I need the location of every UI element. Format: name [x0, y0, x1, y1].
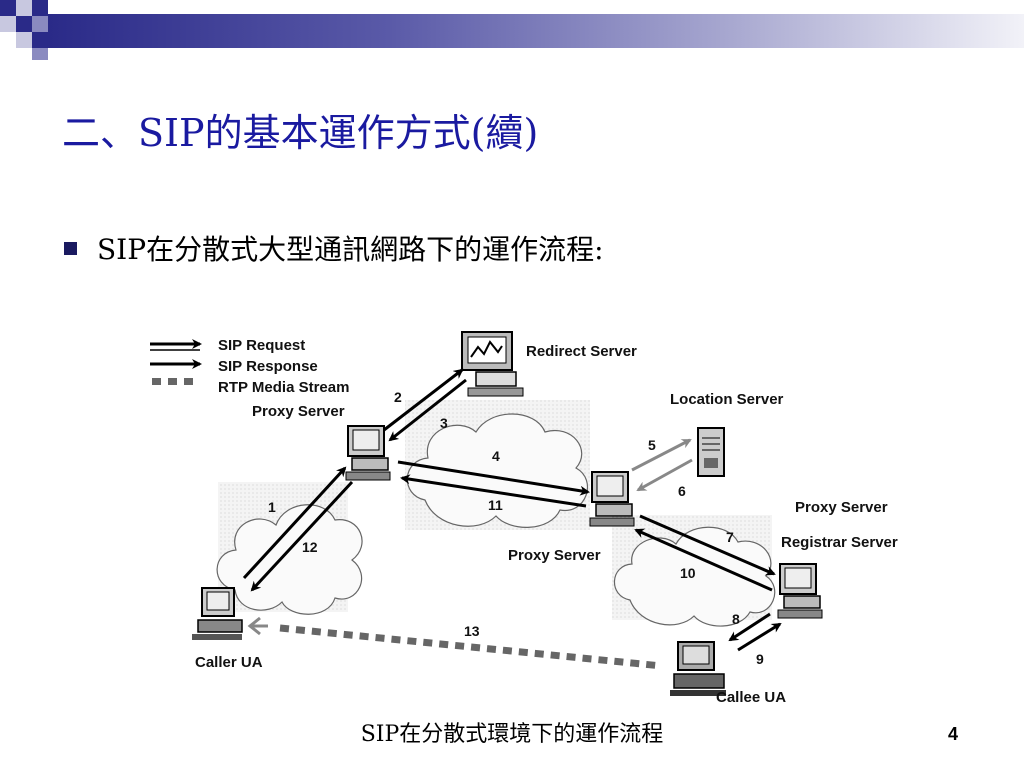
- bullet-item: SIP在分散式大型通訊網路下的運作流程:: [64, 228, 604, 268]
- redirect-server-label: Redirect Server: [526, 343, 637, 360]
- bullet-square-icon: [64, 241, 77, 255]
- step-13: 13: [464, 623, 480, 639]
- registrar-server-label: Registrar Server: [781, 534, 898, 551]
- step-7: 7: [726, 529, 734, 545]
- rtp-media-stream: [247, 616, 663, 670]
- legend-media-label: RTP Media Stream: [218, 379, 349, 396]
- callee-ua-label: Callee UA: [716, 689, 786, 706]
- step-12: 12: [302, 539, 318, 555]
- bullet-text: SIP在分散式大型通訊網路下的運作流程:: [97, 233, 604, 266]
- step-9: 9: [756, 651, 764, 667]
- step-4: 4: [492, 448, 500, 464]
- title-bar-gradient: [48, 14, 1024, 48]
- proxy-server-2-icon: [589, 471, 635, 527]
- caller-ua-label: Caller UA: [195, 654, 263, 671]
- proxy-registrar-server-icon: [777, 563, 823, 619]
- callee-ua-icon: [670, 641, 726, 696]
- proxy-server-2-label: Proxy Server: [508, 547, 601, 564]
- step-5: 5: [648, 437, 656, 453]
- legend-response-label: SIP Response: [218, 358, 318, 375]
- location-server-icon: [697, 427, 725, 477]
- step-2: 2: [394, 389, 402, 405]
- redirect-server-icon: [461, 331, 524, 397]
- step-11: 11: [488, 497, 503, 513]
- network-cloud-left: [216, 482, 363, 615]
- legend: SIP Request SIP Response RTP Media Strea…: [150, 337, 349, 396]
- location-server-label: Location Server: [670, 391, 784, 408]
- diagram-caption: SIP在分散式環境下的運作流程: [360, 722, 664, 747]
- step-3: 3: [440, 415, 448, 431]
- message-arrows: [242, 368, 782, 652]
- proxy-server-3-label: Proxy Server: [795, 499, 888, 516]
- step-6: 6: [678, 483, 686, 499]
- page-number: 4: [948, 724, 959, 744]
- proxy-server-1-label: Proxy Server: [252, 403, 345, 420]
- step-10: 10: [680, 565, 696, 581]
- sip-flow-diagram: SIP Request SIP Response RTP Media Strea…: [150, 331, 898, 706]
- step-8: 8: [732, 611, 740, 627]
- caller-ua-icon: [192, 587, 243, 640]
- slide-title: 二、SIP的基本運作方式(續): [62, 111, 539, 155]
- step-1: 1: [268, 499, 276, 515]
- proxy-server-1-icon: [345, 425, 391, 481]
- legend-request-label: SIP Request: [218, 337, 305, 354]
- step-numbers: 1 2 3 4 5 6 7 8 9 10 11 12 13: [268, 389, 764, 667]
